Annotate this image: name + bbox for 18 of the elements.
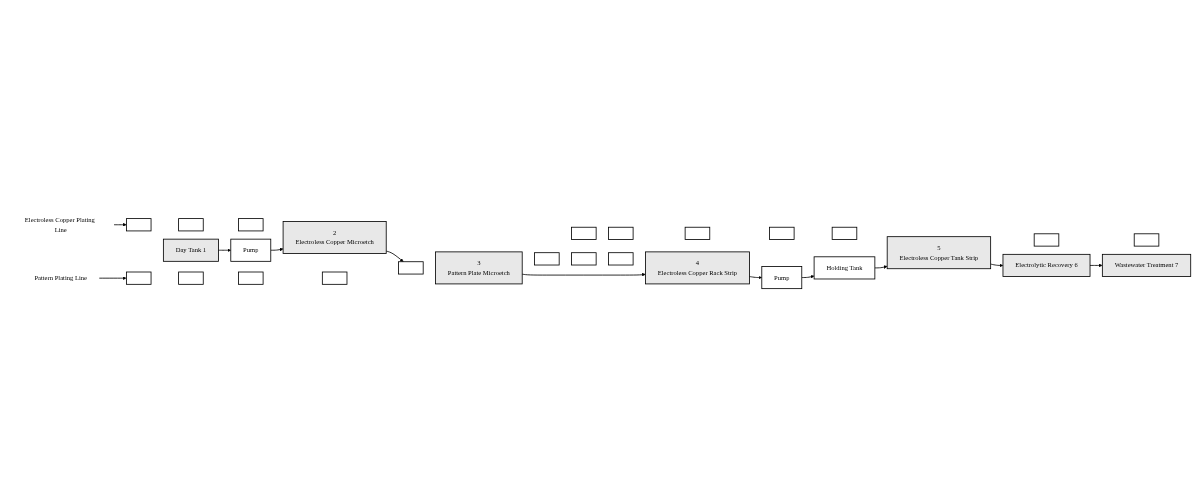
node-box <box>1133 232 1160 247</box>
node-box <box>126 217 152 231</box>
node-box <box>1033 232 1060 247</box>
node-box <box>608 251 634 265</box>
node-box <box>684 226 711 240</box>
node-box <box>178 271 204 285</box>
node-box <box>534 251 560 265</box>
node-box <box>126 271 152 285</box>
node-box <box>571 226 597 240</box>
node-box <box>571 251 597 265</box>
node-box <box>608 226 634 240</box>
node-box <box>238 217 264 231</box>
node-box <box>238 271 264 285</box>
node-box <box>321 271 348 285</box>
node-box <box>831 226 858 240</box>
node-box <box>398 260 424 274</box>
node-box <box>769 226 795 240</box>
node-box <box>178 217 204 231</box>
